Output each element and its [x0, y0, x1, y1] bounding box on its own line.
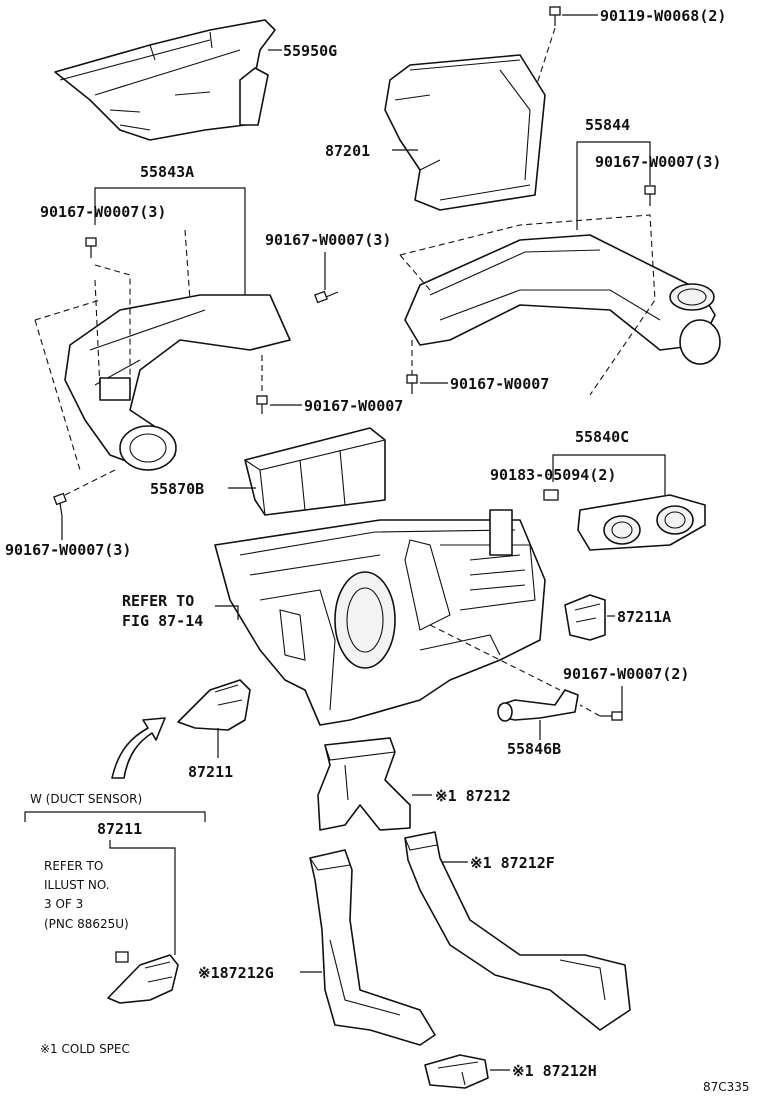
label-55844: 55844 — [585, 116, 630, 134]
dashlines-55843a — [34, 229, 191, 471]
label-87211: 87211 — [188, 763, 233, 781]
label-87212: ※1 87212 — [435, 787, 511, 805]
bolt-mid-bottom-icon — [256, 395, 268, 414]
dashlines-55844 — [399, 214, 656, 396]
label-55840c: 55840C — [575, 428, 629, 446]
label-90167-mid-bottom: 90167-W0007 — [304, 397, 403, 415]
inset-refer-line3: 3 OF 3 — [44, 897, 83, 911]
arrow-icon — [111, 717, 166, 779]
dashline-lower-left — [64, 469, 116, 496]
legend-note: ※1 COLD SPEC — [40, 1042, 130, 1056]
label-55870b: 55870B — [150, 480, 204, 498]
inset-refer-line1: REFER TO — [44, 859, 103, 873]
part-55870b-drawing — [244, 427, 386, 516]
leader-refer — [215, 605, 239, 620]
part-87212-drawing — [317, 737, 411, 831]
inset-refer-line2: ILLUST NO. — [44, 878, 110, 892]
label-90167-2: 90167-W0007(2) — [563, 665, 689, 683]
clip-90183-icon — [543, 489, 559, 501]
part-55950g-drawing — [54, 19, 276, 141]
label-90167-3-right: 90167-W0007(3) — [595, 153, 721, 171]
dashline-90119 — [534, 27, 556, 91]
inset-refer-line4: (PNC 88625U) — [44, 917, 129, 931]
label-90167-3-mid: 90167-W0007(3) — [265, 231, 391, 249]
label-87212f: ※1 87212F — [470, 854, 555, 872]
part-87212h-drawing — [424, 1054, 489, 1089]
inset-bracket — [24, 811, 206, 822]
part-87212f-drawing — [404, 831, 631, 1031]
label-55843a: 55843A — [140, 163, 194, 181]
bolt-lower-left-icon — [53, 492, 67, 517]
bolt-right-top-icon — [644, 185, 656, 206]
label-refer-line1: REFER TO — [122, 592, 194, 610]
part-87212g-drawing — [309, 849, 436, 1046]
label-90167-3-left: 90167-W0007(3) — [40, 203, 166, 221]
part-87211-inset-drawing — [107, 951, 179, 1004]
label-refer-line2: FIG 87-14 — [122, 612, 203, 630]
part-87201-drawing — [384, 54, 546, 211]
part-87211a-drawing — [564, 594, 606, 641]
part-87211-drawing — [177, 679, 251, 731]
bolt-90119-icon — [549, 6, 561, 26]
label-87211-inset: 87211 — [97, 820, 142, 838]
label-55950g: 55950G — [283, 42, 337, 60]
leader-55844 — [576, 141, 651, 230]
leader-55843a — [94, 187, 246, 300]
label-55846b: 55846B — [507, 740, 561, 758]
figure-code: 87C335 — [703, 1080, 750, 1094]
label-w-duct-sensor: W (DUCT SENSOR) — [30, 792, 142, 806]
bolt-left-top-icon — [85, 237, 97, 258]
heater-unit-drawing — [214, 509, 546, 726]
part-55843a-drawing — [64, 294, 291, 471]
label-90167-3-lower-left: 90167-W0007(3) — [5, 541, 131, 559]
label-87212g: ※187212G — [198, 964, 274, 982]
part-55844-drawing — [404, 234, 721, 365]
part-55840c-drawing — [577, 494, 706, 551]
bolt-mid-icon — [314, 290, 339, 304]
label-87201: 87201 — [325, 142, 370, 160]
leader-55840c — [552, 454, 666, 495]
dashline-55846b — [429, 624, 601, 717]
bolt-90167-2-icon — [600, 711, 623, 721]
label-90183: 90183-05094(2) — [490, 466, 616, 484]
label-87212h: ※1 87212H — [512, 1062, 597, 1080]
bolt-right-bottom-icon — [406, 374, 418, 394]
label-90119: 90119-W0068(2) — [600, 7, 726, 25]
leader-87211-inset — [109, 840, 176, 955]
label-90167-right-bottom: 90167-W0007 — [450, 375, 549, 393]
part-55846b-drawing — [497, 689, 579, 722]
label-87211a: 87211A — [617, 608, 671, 626]
